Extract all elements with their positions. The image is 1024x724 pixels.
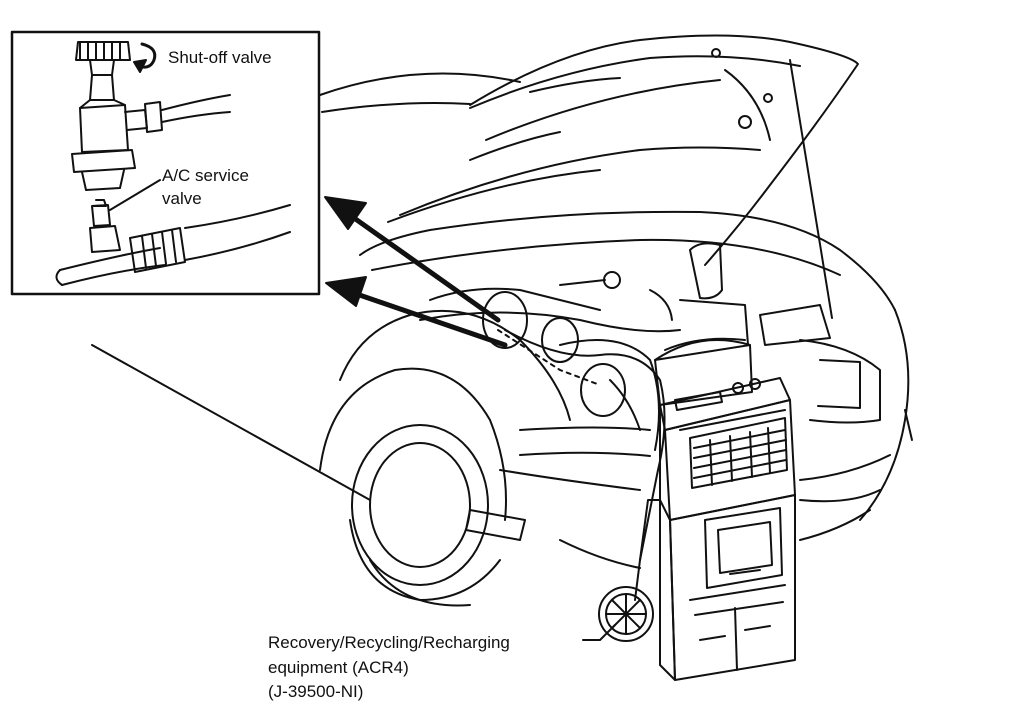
ac-service-valve-label-line1: A/C service bbox=[162, 166, 249, 185]
inset-detail bbox=[10, 30, 321, 296]
service-hoses bbox=[504, 329, 666, 561]
equipment-label-line1: Recovery/Recycling/Recharging bbox=[268, 633, 510, 652]
ac-service-valve-label-line2: valve bbox=[162, 189, 202, 208]
shutoff-valve-label: Shut-off valve bbox=[168, 48, 272, 67]
acr4-equipment bbox=[598, 337, 796, 681]
pointer-arrows bbox=[324, 196, 601, 386]
car-body bbox=[91, 34, 913, 607]
equipment-label-line2: equipment (ACR4) bbox=[268, 658, 409, 677]
equipment-label-line3: (J-39500-NI) bbox=[268, 682, 364, 701]
equipment-leader bbox=[582, 624, 616, 641]
